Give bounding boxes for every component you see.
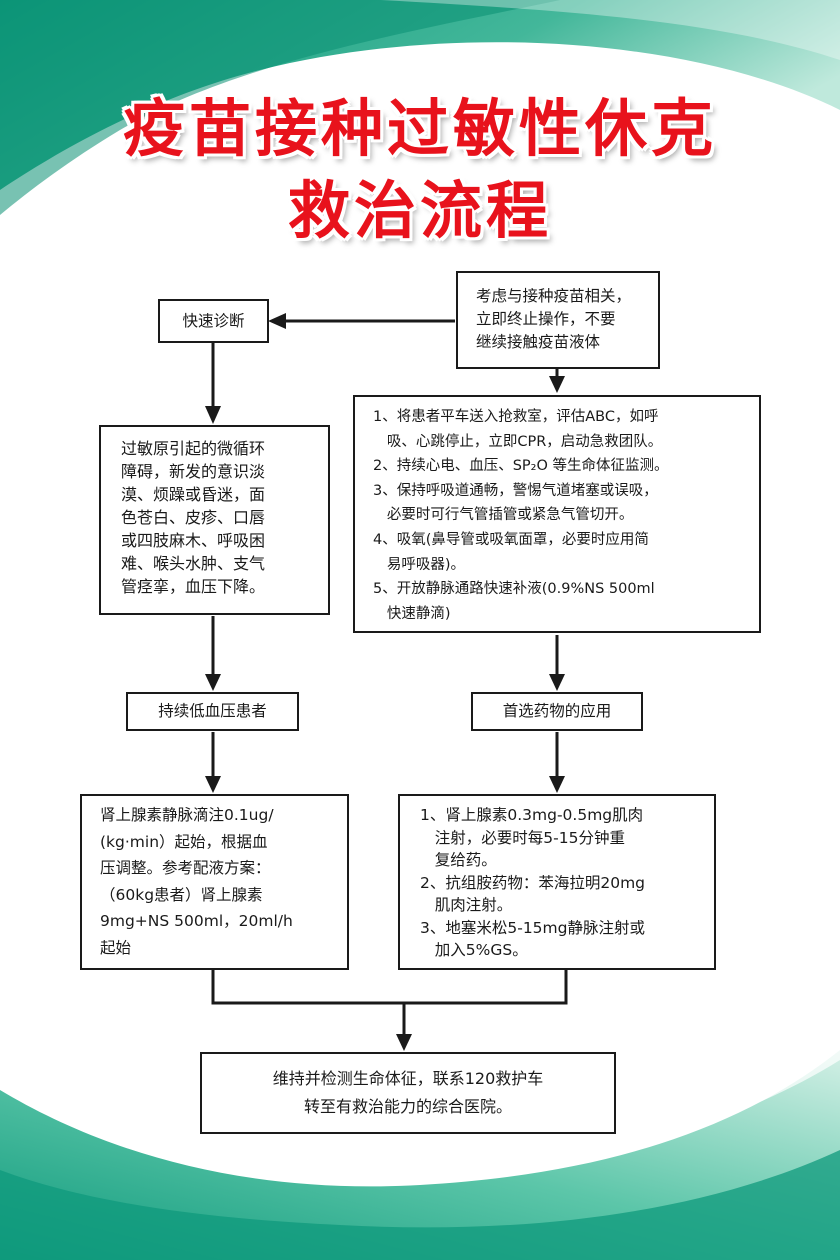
page-title-line-2: 救治流程	[287, 174, 552, 247]
emergency-step-line: 快速静滴)	[373, 605, 451, 622]
symptom-line: 色苍白、皮疹、口唇	[121, 508, 266, 527]
drug-list-box: 1、肾上腺素0.3mg-0.5mg肌肉 注射，必要时每5-15分钟重 复给药。 …	[398, 794, 716, 970]
preferred-drugs-label: 首选药物的应用	[502, 702, 612, 720]
emergency-step-line: 4、吸氧(鼻导管或吸氧面罩，必要时应用简	[373, 531, 649, 548]
drug-line: 肌肉注射。	[420, 896, 513, 914]
symptom-line: 漠、烦躁或昏迷，面	[121, 485, 266, 504]
symptom-line: 管痉挛，血压下降。	[121, 577, 266, 596]
symptom-line: 或四肢麻木、呼吸困	[121, 531, 266, 550]
emergency-step-line: 必要时可行气管插管或紧急气管切开。	[373, 507, 634, 524]
infusion-line: 压调整。参考配液方案：	[100, 859, 271, 877]
emergency-step-line: 1、将患者平车送入抢救室，评估ABC，如呼	[373, 409, 659, 425]
consider-line: 考虑与接种疫苗相关，	[476, 287, 632, 305]
symptom-line: 障碍，新发的意识淡	[121, 462, 266, 481]
drug-line: 加入5%GS。	[420, 941, 528, 959]
drug-line: 2、抗组胺药物：苯海拉明20mg	[420, 873, 646, 892]
consider-line: 继续接触疫苗液体	[476, 333, 601, 351]
page-title-line-1: 疫苗接种过敏性休克	[122, 92, 717, 165]
symptoms-box: 过敏原引起的微循环 障碍，新发的意识淡 漠、烦躁或昏迷，面 色苍白、皮疹、口唇 …	[99, 425, 330, 615]
persistent-hypotension-label: 持续低血压患者	[158, 702, 267, 720]
emergency-steps-box: 1、将患者平车送入抢救室，评估ABC，如呼 吸、心跳停止，立即CPR，启动急救团…	[353, 395, 761, 633]
preferred-drugs-box: 首选药物的应用	[471, 692, 643, 731]
emergency-step-line: 易呼吸器)。	[373, 556, 465, 573]
emergency-step-line: 5、开放静脉通路快速补液(0.9%NS 500ml	[373, 581, 655, 598]
infusion-line: （60kg患者）肾上腺素	[100, 885, 263, 904]
drug-line: 1、肾上腺素0.3mg-0.5mg肌肉	[420, 806, 644, 824]
infusion-line: (kg·min）起始，根据血	[100, 832, 268, 851]
final-step-line: 维持并检测生命体征，联系120救护车	[272, 1069, 544, 1088]
emergency-step-line: 2、持续心电、血压、SP₂O 等生命体征监测。	[373, 458, 669, 475]
consider-vaccine-box: 考虑与接种疫苗相关， 立即终止操作，不要 继续接触疫苗液体	[456, 271, 660, 369]
infusion-line: 肾上腺素静脉滴注0.1ug/	[100, 806, 274, 824]
final-step-box: 维持并检测生命体征，联系120救护车 转至有救治能力的综合医院。	[200, 1052, 616, 1134]
drug-line: 复给药。	[420, 851, 497, 869]
infusion-line: 9mg+NS 500ml，20ml/h	[100, 912, 293, 930]
final-step-line: 转至有救治能力的综合医院。	[303, 1097, 512, 1116]
emergency-step-line: 吸、心跳停止，立即CPR，启动急救团队。	[373, 433, 663, 450]
symptom-line: 过敏原引起的微循环	[121, 439, 266, 458]
drug-line: 注射，必要时每5-15分钟重	[420, 828, 625, 847]
epinephrine-infusion-box: 肾上腺素静脉滴注0.1ug/ (kg·min）起始，根据血 压调整。参考配液方案…	[80, 794, 349, 970]
persistent-hypotension-box: 持续低血压患者	[126, 692, 299, 731]
infusion-line: 起始	[100, 938, 132, 957]
quick-diagnosis-box: 快速诊断	[158, 299, 269, 343]
drug-line: 3、地塞米松5-15mg静脉注射或	[420, 918, 645, 937]
quick-diagnosis-label: 快速诊断	[182, 311, 245, 330]
consider-line: 立即终止操作，不要	[476, 310, 616, 328]
symptom-line: 难、喉头水肿、支气	[121, 554, 266, 573]
emergency-step-line: 3、保持呼吸道通畅，警惕气道堵塞或误吸，	[373, 482, 658, 499]
